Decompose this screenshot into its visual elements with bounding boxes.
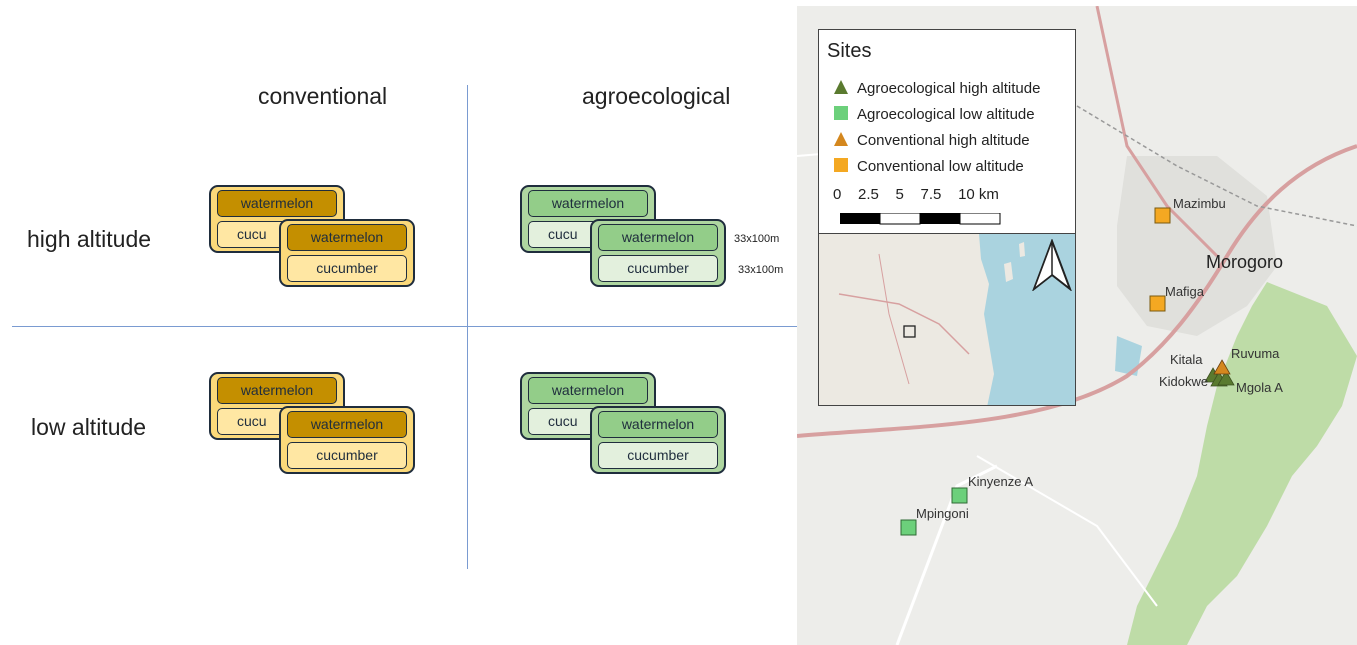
site-marker-mpingoni bbox=[900, 519, 917, 536]
plot-card-back: watermelon cucu bbox=[520, 372, 656, 440]
water-body bbox=[1115, 336, 1142, 376]
square-icon bbox=[834, 106, 848, 120]
horizontal-divider bbox=[12, 326, 797, 327]
watermelon-plot: watermelon bbox=[598, 411, 718, 438]
site-marker-kinyenze bbox=[951, 487, 968, 504]
row-header-low-altitude: low altitude bbox=[31, 414, 147, 440]
legend-label: Agroecological high altitude bbox=[857, 80, 1041, 97]
main-road bbox=[1095, 6, 1219, 258]
plot-card-front: watermelon cucumber bbox=[279, 219, 415, 287]
urban-area bbox=[1117, 156, 1277, 336]
triangle-icon bbox=[834, 132, 848, 146]
minor-road bbox=[895, 464, 998, 645]
vertical-divider bbox=[467, 85, 468, 569]
site-marker-ruvuma bbox=[1213, 359, 1231, 375]
watermelon-plot: watermelon bbox=[528, 190, 648, 217]
site-label-ruvuma: Ruvuma bbox=[1231, 346, 1280, 361]
legend-label: Conventional low altitude bbox=[857, 158, 1024, 175]
plot-card-front: watermelon cucumber bbox=[279, 406, 415, 474]
column-header-agroecological: agroecological bbox=[582, 83, 731, 109]
site-label-kitala: Kitala bbox=[1170, 352, 1203, 367]
scale-bar bbox=[840, 213, 1001, 225]
cucumber-plot: cucumber bbox=[287, 442, 407, 469]
legend-title: Sites bbox=[827, 40, 872, 62]
column-header-conventional: conventional bbox=[258, 83, 388, 109]
watermelon-plot: watermelon bbox=[528, 377, 648, 404]
watermelon-plot: watermelon bbox=[287, 224, 407, 251]
main-road bbox=[797, 144, 1357, 438]
watermelon-plot: watermelon bbox=[598, 224, 718, 251]
site-marker-mazimbu bbox=[1154, 207, 1171, 224]
cucumber-plot: cucumber bbox=[598, 255, 718, 282]
legend-item: Conventional low altitude bbox=[833, 157, 1024, 175]
railway bbox=[1076, 105, 1357, 227]
cucumber-plot: cucumber bbox=[598, 442, 718, 469]
minor-road bbox=[976, 455, 1158, 607]
site-marker-mgola bbox=[1217, 370, 1235, 386]
plot-dimension-label: 33x100m bbox=[738, 264, 784, 276]
north-arrow-icon bbox=[1032, 239, 1072, 291]
forest-reserve bbox=[1127, 282, 1357, 645]
plot-dimension-label: 33x100m bbox=[734, 233, 780, 245]
plot-card-front: watermelon cucumber bbox=[590, 219, 726, 287]
triangle-icon bbox=[834, 80, 848, 94]
map-background bbox=[797, 6, 1357, 645]
site-label-mpingoni: Mpingoni bbox=[916, 506, 969, 521]
watermelon-plot: watermelon bbox=[217, 377, 337, 404]
city-label-morogoro: Morogoro bbox=[1206, 252, 1284, 272]
legend-item: Conventional high altitude bbox=[833, 131, 1030, 149]
legend-label: Agroecological low altitude bbox=[857, 106, 1035, 123]
watermelon-plot: watermelon bbox=[287, 411, 407, 438]
site-marker-mafiga bbox=[1149, 295, 1166, 312]
site-label-mafiga: Mafiga bbox=[1165, 284, 1205, 299]
site-label-mgola: Mgola A bbox=[1236, 380, 1283, 395]
scale-bar-labels: 0 2.5 5 7.5 10 km bbox=[833, 186, 999, 203]
legend-item: Agroecological high altitude bbox=[833, 79, 1040, 97]
legend-item: Agroecological low altitude bbox=[833, 105, 1035, 123]
map-legend: Sites Agroecological high altitude Agroe… bbox=[818, 29, 1076, 234]
cucumber-plot: cucumber bbox=[287, 255, 407, 282]
watermelon-plot: watermelon bbox=[217, 190, 337, 217]
inset-map bbox=[818, 233, 1076, 406]
legend-label: Conventional high altitude bbox=[857, 132, 1030, 149]
site-map: Morogoro Mazimbu Mafiga Kitala Ruvuma Ki… bbox=[797, 6, 1357, 645]
square-icon bbox=[834, 158, 848, 172]
site-label-kinyenze: Kinyenze A bbox=[968, 474, 1034, 489]
study-area-box bbox=[903, 325, 916, 338]
plot-card-front: watermelon cucumber bbox=[590, 406, 726, 474]
site-label-mazimbu: Mazimbu bbox=[1173, 196, 1226, 211]
site-label-kidokwe: Kidokwe bbox=[1159, 374, 1209, 389]
row-header-high-altitude: high altitude bbox=[27, 226, 152, 252]
